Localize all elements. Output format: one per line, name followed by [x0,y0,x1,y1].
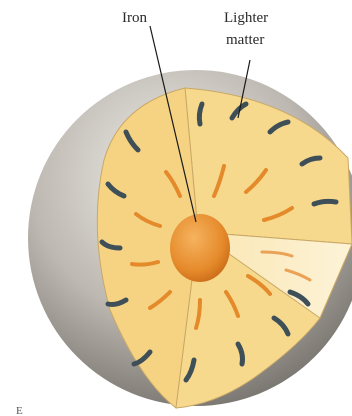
streak-dark [199,104,202,124]
iron-label: Iron [122,10,147,26]
lighter-matter-label-line1: Lighter [224,10,268,26]
streak-dark [314,201,336,204]
corner-text-fragment: E [16,405,23,416]
lighter-matter-label-line2: matter [226,32,264,48]
iron-core [170,214,230,282]
